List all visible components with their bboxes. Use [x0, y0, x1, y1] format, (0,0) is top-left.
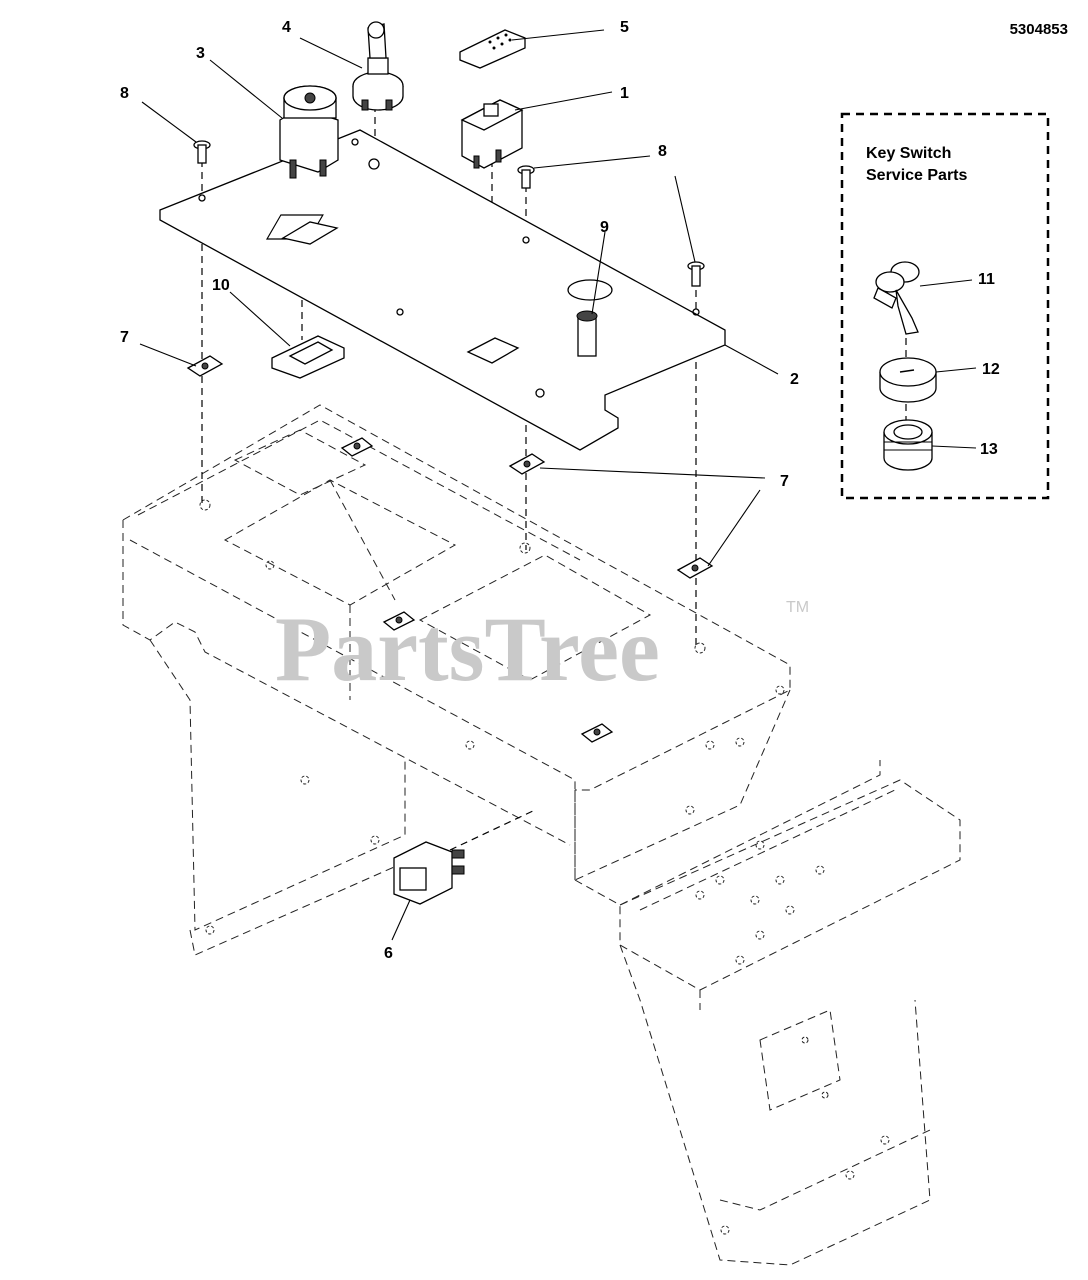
- clip-nut-part-7-c[interactable]: [676, 557, 714, 579]
- frame-structure: [122, 404, 961, 1266]
- clip-nut-part-7-b[interactable]: [508, 453, 546, 475]
- pto-switch-part-3[interactable]: [279, 85, 339, 179]
- clip-nut-part-7[interactable]: [186, 355, 224, 377]
- switch-part-6[interactable]: [393, 841, 465, 905]
- key-switch-service-parts-box: Key Switch Service Parts: [840, 112, 1050, 500]
- rocker-switch-part-1[interactable]: [460, 99, 524, 169]
- screw-part-8[interactable]: [193, 140, 211, 164]
- callout-13: 13: [980, 441, 998, 458]
- leader-lines: [139, 29, 977, 941]
- clip-nut-part-7-f[interactable]: [580, 723, 614, 743]
- clip-nut-part-7-e[interactable]: [382, 611, 416, 631]
- callout-7-b: 7: [780, 473, 789, 490]
- callout-5: 5: [620, 19, 629, 36]
- callout-9: 9: [600, 219, 609, 236]
- service-box-title-line2: Service Parts: [866, 167, 968, 184]
- clip-nut-part-7-d[interactable]: [340, 437, 374, 457]
- service-box-title-line1: Key Switch: [866, 145, 951, 162]
- screw-part-8-b[interactable]: [517, 165, 535, 189]
- watermark: PartsTree: [275, 598, 660, 700]
- callout-12: 12: [982, 361, 1000, 378]
- callout-8-b: 8: [658, 143, 667, 160]
- cap-part-12[interactable]: [879, 357, 937, 403]
- indicator-part-9[interactable]: [576, 310, 598, 357]
- diagram-number: 5304853: [1010, 21, 1068, 38]
- screw-part-8-c[interactable]: [687, 261, 705, 287]
- callout-2: 2: [790, 371, 799, 388]
- callout-8-a: 8: [120, 85, 129, 102]
- watermark-trademark: TM: [786, 599, 809, 616]
- callout-3: 3: [196, 45, 205, 62]
- keys-part-11[interactable]: [873, 261, 920, 335]
- key-switch-part-4[interactable]: [352, 21, 404, 111]
- rocker-cap-part-5[interactable]: [459, 29, 526, 69]
- callout-7-a: 7: [120, 329, 129, 346]
- bezel-part-10[interactable]: [271, 335, 345, 379]
- callout-11: 11: [978, 271, 995, 288]
- callout-6: 6: [384, 945, 393, 962]
- control-panel-plate: [159, 129, 726, 451]
- callout-10: 10: [212, 277, 230, 294]
- callout-4: 4: [282, 19, 291, 36]
- nut-part-13[interactable]: [883, 419, 933, 471]
- callout-1: 1: [620, 85, 629, 102]
